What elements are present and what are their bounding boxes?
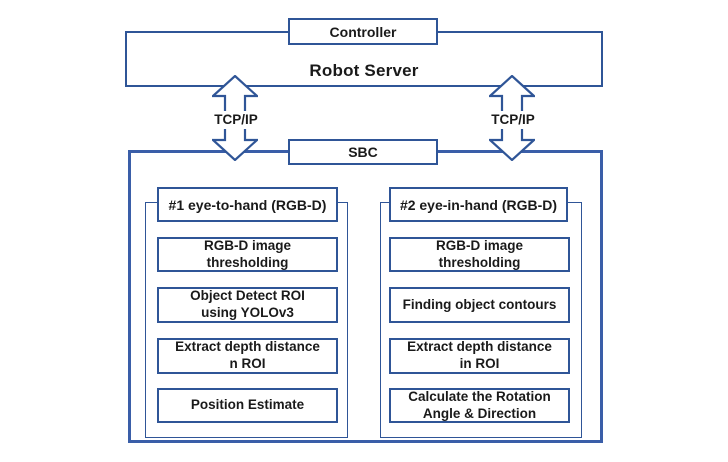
robot-server-label: Robot Server xyxy=(309,61,419,80)
step-calculate-rotation-angle-direction: Calculate the Rotation Angle & Direction xyxy=(389,388,570,423)
controller-box: Controller xyxy=(288,18,438,45)
step-object-detect-roi-yolov3: Object Detect ROI using YOLOv3 xyxy=(157,287,338,323)
step-extract-depth-distance-left: Extract depth distance n ROI xyxy=(157,338,338,374)
tcp-ip-label-left: TCP/IP xyxy=(207,111,265,129)
pipeline-title-eye-in-hand: #2 eye-in-hand (RGB-D) xyxy=(389,187,568,222)
step-rgbd-thresholding-right: RGB-D image thresholding xyxy=(389,237,570,272)
step-position-estimate: Position Estimate xyxy=(157,388,338,423)
step-rgbd-thresholding-left: RGB-D image thresholding xyxy=(157,237,338,272)
sbc-box: SBC xyxy=(288,139,438,165)
pipeline-title-eye-to-hand: #1 eye-to-hand (RGB-D) xyxy=(157,187,338,222)
step-finding-object-contours: Finding object contours xyxy=(389,287,570,323)
tcp-ip-label-right: TCP/IP xyxy=(484,111,542,129)
step-extract-depth-distance-right: Extract depth distance in ROI xyxy=(389,338,570,374)
